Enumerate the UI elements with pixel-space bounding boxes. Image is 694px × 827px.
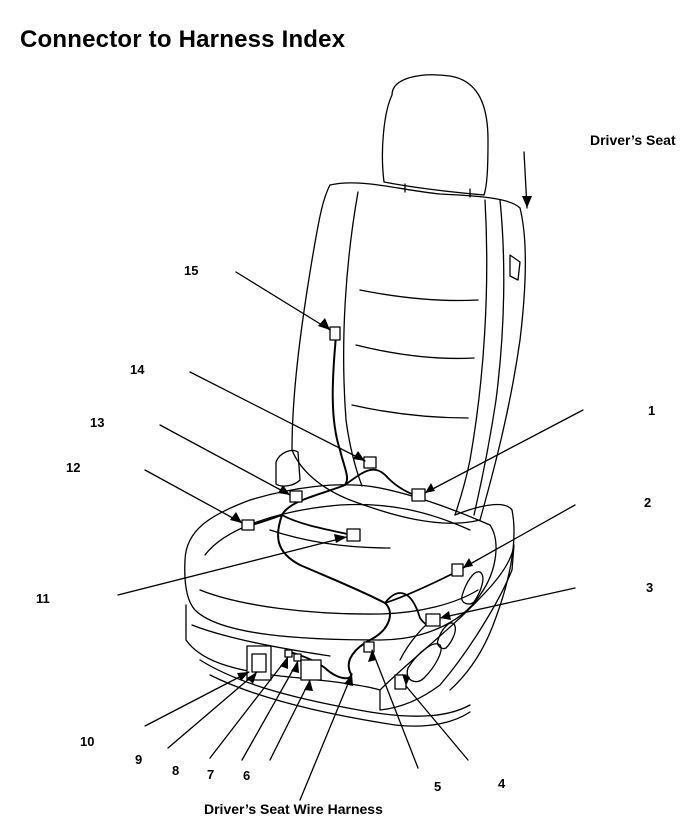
- seat-base-skirt: [209, 674, 471, 727]
- leader-5: [371, 649, 419, 769]
- wire-harness-route: [277, 335, 391, 680]
- callout-15: 15: [184, 263, 198, 278]
- seat-base-front: [185, 604, 381, 691]
- seat-back-right-bolster: [473, 199, 505, 516]
- seat-back-stitch-2: [355, 344, 475, 360]
- wire-harness-branch-5: [289, 651, 326, 669]
- recliner-tab: [509, 254, 521, 281]
- callout-10: 10: [80, 734, 94, 749]
- headrest: [381, 74, 489, 196]
- wire-harness-branch-6: [281, 514, 353, 536]
- connector-12: [241, 519, 255, 531]
- connector-11: [346, 528, 361, 542]
- callout-8: 8: [172, 763, 179, 778]
- connector-14: [363, 456, 377, 469]
- connector-8: [284, 649, 293, 658]
- callout-5: 5: [434, 779, 441, 794]
- callout-12: 12: [66, 460, 80, 475]
- seat-base-lower: [191, 624, 331, 657]
- side-switch-small: [436, 622, 456, 650]
- callout-4: 4: [498, 776, 506, 791]
- side-switch-large: [406, 643, 442, 683]
- leader-13: [159, 424, 291, 496]
- leader-14: [189, 371, 366, 462]
- leader-harness: [299, 673, 353, 801]
- leader-11: [117, 536, 348, 596]
- harness-label: Driver’s Seat Wire Harness: [204, 801, 383, 817]
- seat-side-cover: [449, 503, 515, 691]
- connector-5: [363, 641, 375, 653]
- callout-13: 13: [90, 415, 104, 430]
- connector-7: [293, 653, 302, 662]
- leader-12: [144, 469, 243, 524]
- callout-11: 11: [36, 591, 50, 606]
- side-lever: [275, 449, 301, 487]
- seat-back-side-bolster: [343, 191, 363, 487]
- callout-3: 3: [646, 580, 653, 595]
- leader-2: [462, 504, 576, 569]
- callout-1: 1: [648, 403, 655, 418]
- leader-3: [439, 587, 576, 619]
- seat-back-stitch-3: [351, 404, 469, 419]
- seat-cushion: [184, 484, 497, 641]
- cushion-front-panel: [199, 589, 479, 615]
- wire-harness-branch-3: [384, 571, 457, 604]
- cushion-inner-edge: [204, 503, 471, 556]
- leader-8: [209, 656, 289, 759]
- leader-15: [235, 271, 331, 331]
- callout-6: 6: [243, 768, 250, 783]
- seat-back-panel-edge: [454, 199, 488, 516]
- callout-7: 7: [207, 767, 214, 782]
- leader-4: [405, 685, 469, 761]
- connector-9: [251, 653, 267, 673]
- cushion-stitch: [269, 529, 391, 549]
- drivers-seat-label: Driver’s Seat: [590, 132, 676, 148]
- connector-13: [289, 490, 303, 503]
- seat-back-stitch-1: [359, 289, 479, 302]
- leader-10: [144, 671, 250, 727]
- callout-2: 2: [644, 495, 651, 510]
- leader-7: [241, 660, 299, 761]
- page-title: Connector to Harness Index: [20, 26, 346, 53]
- side-panel: [379, 544, 515, 711]
- connector-3: [425, 613, 441, 627]
- seat-back-outline: [291, 182, 526, 524]
- connector-1: [411, 488, 426, 502]
- connector-6: [300, 659, 322, 681]
- connector-15: [329, 326, 341, 341]
- leader-6: [269, 679, 311, 761]
- wire-harness-branch-1: [344, 468, 419, 497]
- connector-2: [451, 563, 464, 577]
- leader-1: [424, 409, 584, 494]
- callout-9: 9: [135, 752, 142, 767]
- callout-14: 14: [130, 362, 145, 377]
- leader-9: [167, 671, 258, 749]
- side-switch-rear: [461, 571, 484, 605]
